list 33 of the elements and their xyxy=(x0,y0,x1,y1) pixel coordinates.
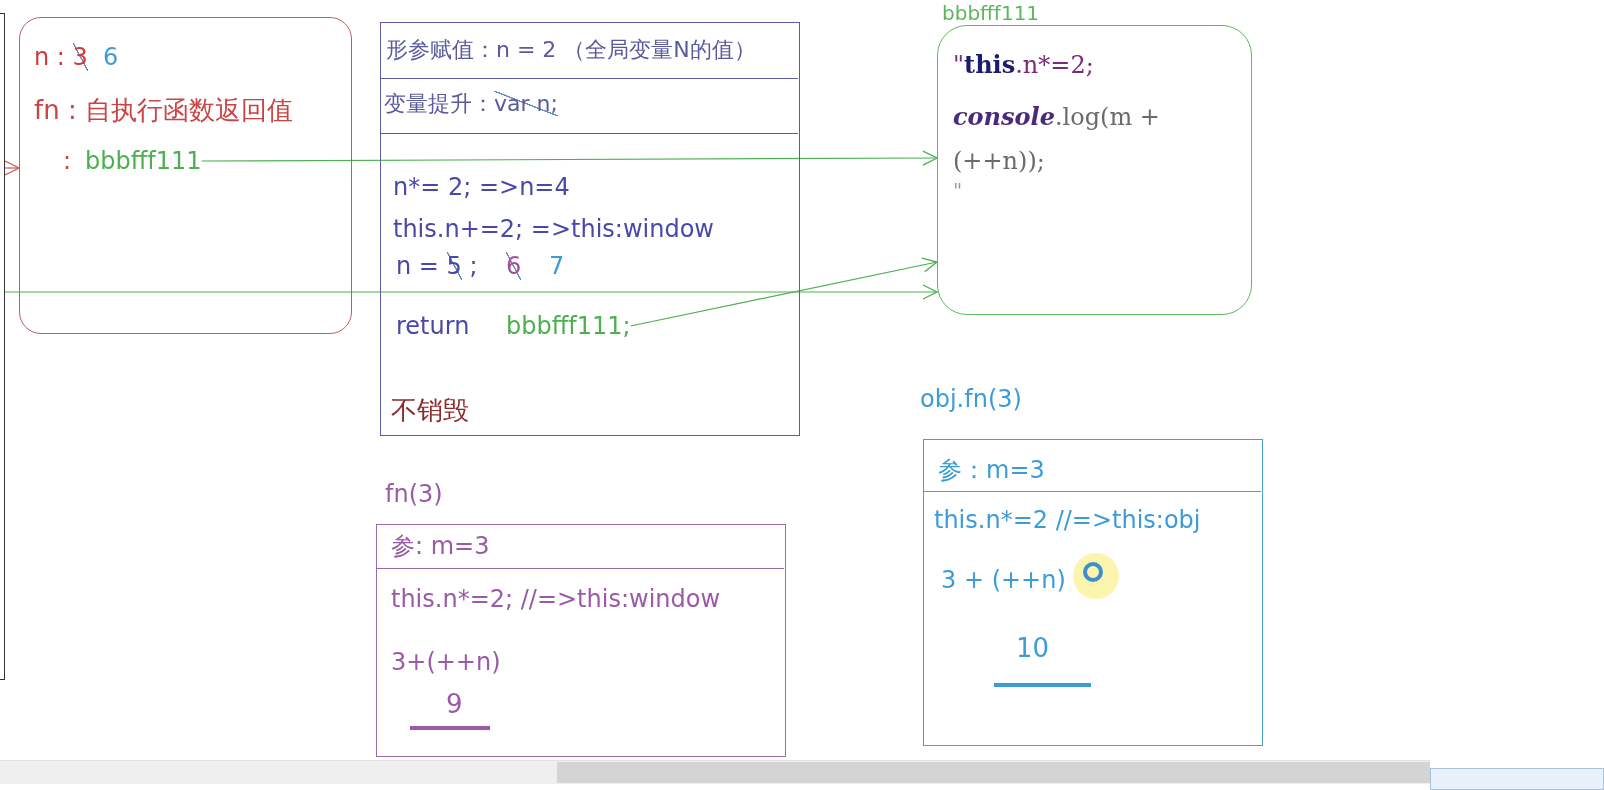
result-text: 10 xyxy=(1016,633,1050,665)
code-text: 3 + (++n) xyxy=(941,566,1066,595)
scope-box xyxy=(380,22,800,436)
result-text: 9 xyxy=(446,689,463,721)
arrow xyxy=(201,150,938,166)
code-text: fn : 自执行函数返回值 xyxy=(34,95,293,127)
heading-text: obj.fn(3) xyxy=(920,385,1022,414)
code-text: "this.n*=2; xyxy=(953,51,1094,80)
code-text: this.n+=2; =>this:window xyxy=(393,215,714,244)
code-text: 3+(++n) xyxy=(391,648,501,677)
value-text: bbbfff111; xyxy=(506,311,631,341)
arrow xyxy=(630,257,938,327)
code-text: 参：m=3 xyxy=(938,456,1045,485)
value-text: 6 xyxy=(103,43,119,72)
code-text: : xyxy=(63,146,72,176)
heading-text: fn(3) xyxy=(385,480,443,509)
code-text: 参: m=3 xyxy=(391,532,490,561)
code-text: console.log(m + (++n)); xyxy=(953,101,1161,177)
heading-text: bbbfff111 xyxy=(942,1,1040,25)
heading-text: 形参赋值：n = 2 （全局变量N的值） xyxy=(386,37,756,64)
code-text: return xyxy=(396,312,470,341)
arrow xyxy=(4,284,938,300)
note-text: 不销毁 xyxy=(391,395,469,427)
code-text: n*= 2; =>n=4 xyxy=(393,173,570,202)
code-text: this.n*=2 //=>this:obj xyxy=(934,506,1201,535)
code-text: " xyxy=(953,179,963,203)
frame-box xyxy=(0,13,5,680)
code-text: 变量提升：var n; xyxy=(384,91,558,118)
value-text: bbbfff111 xyxy=(85,146,202,176)
arrow xyxy=(4,160,20,176)
code-text: this.n*=2; //=>this:window xyxy=(391,585,721,614)
value-text: 7 xyxy=(549,252,565,281)
memory-box xyxy=(19,17,352,334)
